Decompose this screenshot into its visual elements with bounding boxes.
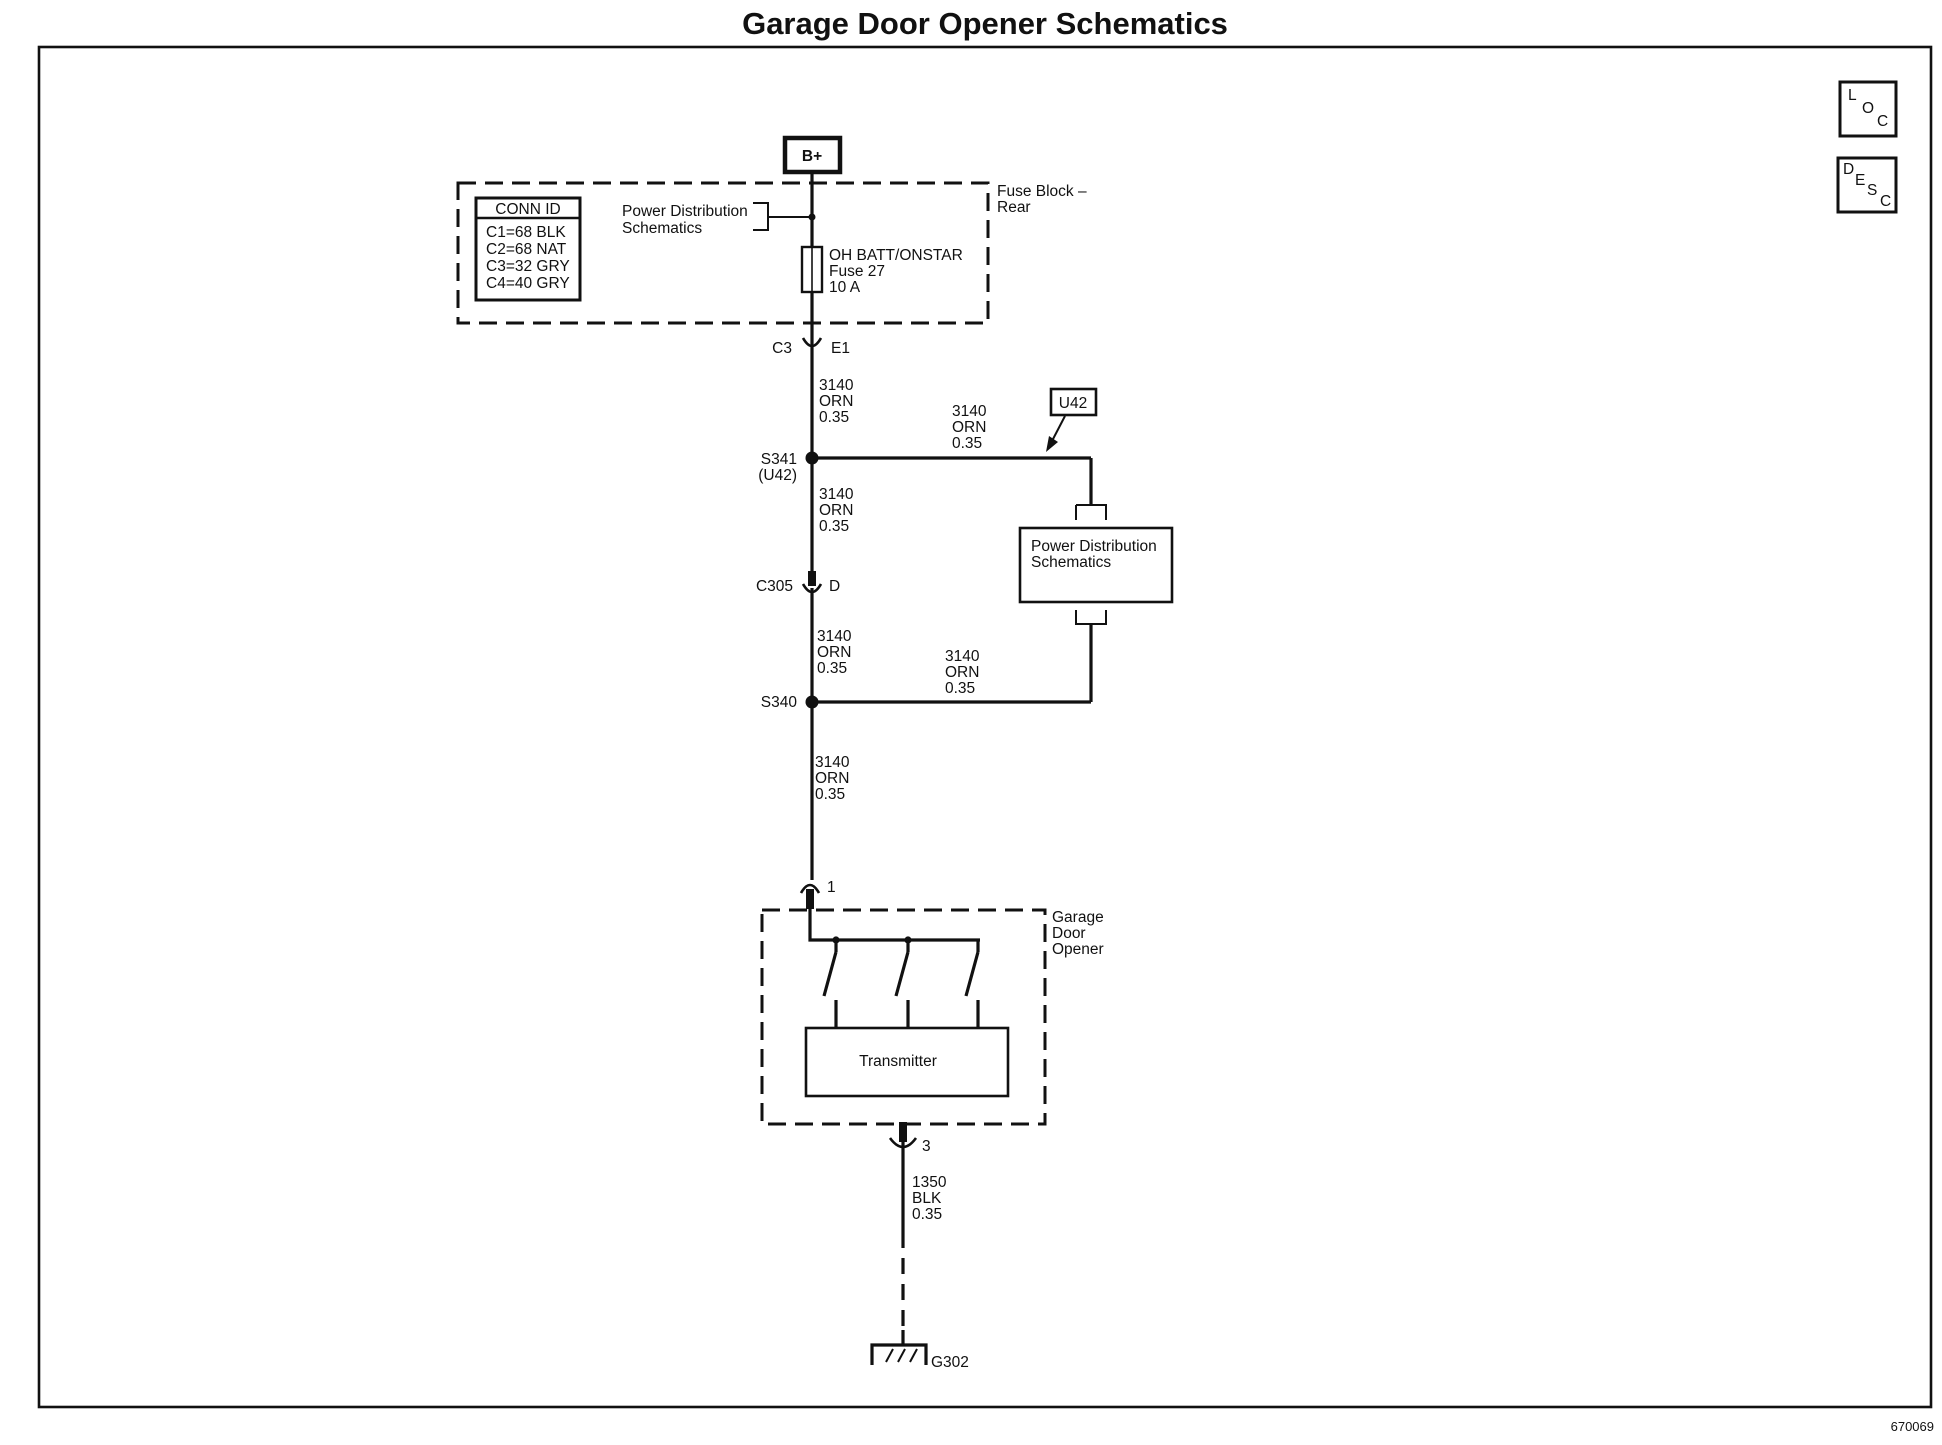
wire4-circuit: 3140 (817, 628, 852, 645)
ground-wire-circuit: 1350 (912, 1174, 947, 1191)
opener-internal-bus (808, 909, 980, 942)
wire5-size: 0.35 (945, 680, 975, 697)
power-dist-box-line2[interactable]: Schematics (1031, 554, 1111, 571)
connector-opener-pin1 (799, 883, 821, 909)
opener-switch-1 (822, 936, 840, 1028)
ground-g302-icon (870, 1330, 928, 1365)
wire4-color: ORN (817, 644, 851, 661)
connector-c3-label: C3 (772, 340, 792, 357)
conn-id-c3: C3=32 GRY (486, 258, 570, 275)
page-title: Garage Door Opener Schematics (742, 6, 1228, 41)
option-tag-arrow-head (1046, 436, 1058, 452)
opener-switch-2 (894, 936, 912, 1028)
loc-button[interactable]: L O C (1838, 80, 1898, 138)
power-dist-box-line1[interactable]: Power Distribution (1031, 538, 1157, 555)
page-frame (37, 45, 1933, 1409)
figure-number: 670069 (1891, 1419, 1934, 1434)
battery-positive-source: B+ (782, 135, 843, 175)
transmitter-label: Transmitter (859, 1053, 937, 1070)
wire2-color: ORN (952, 419, 986, 436)
fuse-block-power-dist-ref-line2[interactable]: Schematics (622, 220, 702, 237)
conn-id-table: CONN ID C1=68 BLK C2=68 NAT C3=32 GRY C4… (474, 196, 582, 302)
option-tag-arrow-line (1051, 415, 1066, 442)
fuse-block-power-dist-ref-line1[interactable]: Power Distribution (622, 203, 748, 220)
fuse-block-label-line1: Fuse Block – (997, 183, 1087, 200)
option-tag-u42 (1049, 387, 1098, 417)
splice-s340-label: S340 (761, 694, 798, 711)
conn-id-c2: C2=68 NAT (486, 241, 567, 258)
fuse-27-rating: 10 A (829, 279, 861, 296)
wire1-circuit: 3140 (819, 377, 854, 394)
ground-g302-label: G302 (931, 1354, 969, 1371)
fuse-block-outline (456, 181, 990, 325)
connector-c305-pin: D (829, 578, 840, 595)
fuse-27-name: OH BATT/ONSTAR (829, 247, 963, 264)
wire1-size: 0.35 (819, 409, 849, 426)
desc-letter-2: E (1855, 172, 1865, 189)
wire5-color: ORN (945, 664, 979, 681)
wire1-color: ORN (819, 393, 853, 410)
power-distribution-box[interactable] (1018, 504, 1174, 625)
fuse-27-number: Fuse 27 (829, 263, 885, 280)
conn-id-c4: C4=40 GRY (486, 275, 570, 292)
transmitter-box (804, 1026, 1010, 1098)
wire3-color: ORN (819, 502, 853, 519)
wire2-circuit: 3140 (952, 403, 987, 420)
wire4-size: 0.35 (817, 660, 847, 677)
opener-switch-3 (964, 940, 980, 1028)
desc-letter-4: C (1880, 193, 1891, 210)
wire6-size: 0.35 (815, 786, 845, 803)
wire5-circuit: 3140 (945, 648, 980, 665)
ground-wire-size: 0.35 (912, 1206, 942, 1223)
fuse-block-label-line2: Rear (997, 199, 1031, 216)
splice-s341-option: (U42) (758, 467, 797, 484)
garage-door-opener-label-line1: Garage (1052, 909, 1104, 926)
wire3-size: 0.35 (819, 518, 849, 535)
battery-positive-label: B+ (802, 148, 822, 165)
connector-opener-pin1-label: 1 (827, 879, 836, 896)
garage-door-opener-label-line3: Opener (1052, 941, 1104, 958)
loc-letter-1: L (1848, 87, 1857, 104)
splice-s341-label: S341 (761, 451, 797, 468)
desc-letter-1: D (1843, 161, 1854, 178)
desc-button[interactable]: D E S C (1836, 156, 1898, 214)
connector-e1-label: E1 (831, 340, 850, 357)
conn-id-c1: C1=68 BLK (486, 224, 566, 241)
connector-c305-label: C305 (756, 578, 793, 595)
power-dist-ref-bracket (753, 202, 769, 231)
option-tag-u42-label: U42 (1059, 395, 1087, 412)
wire6-circuit: 3140 (815, 754, 850, 771)
wire6-color: ORN (815, 770, 849, 787)
wire2-size: 0.35 (952, 435, 982, 452)
loc-letter-3: C (1877, 113, 1888, 130)
garage-door-opener-label-line2: Door (1052, 925, 1086, 942)
desc-letter-3: S (1867, 182, 1877, 199)
loc-letter-2: O (1862, 100, 1874, 117)
wire3-circuit: 3140 (819, 486, 854, 503)
ground-wire-color: BLK (912, 1190, 942, 1207)
connector-opener-pin3-label: 3 (922, 1138, 931, 1155)
conn-id-header: CONN ID (495, 201, 560, 218)
